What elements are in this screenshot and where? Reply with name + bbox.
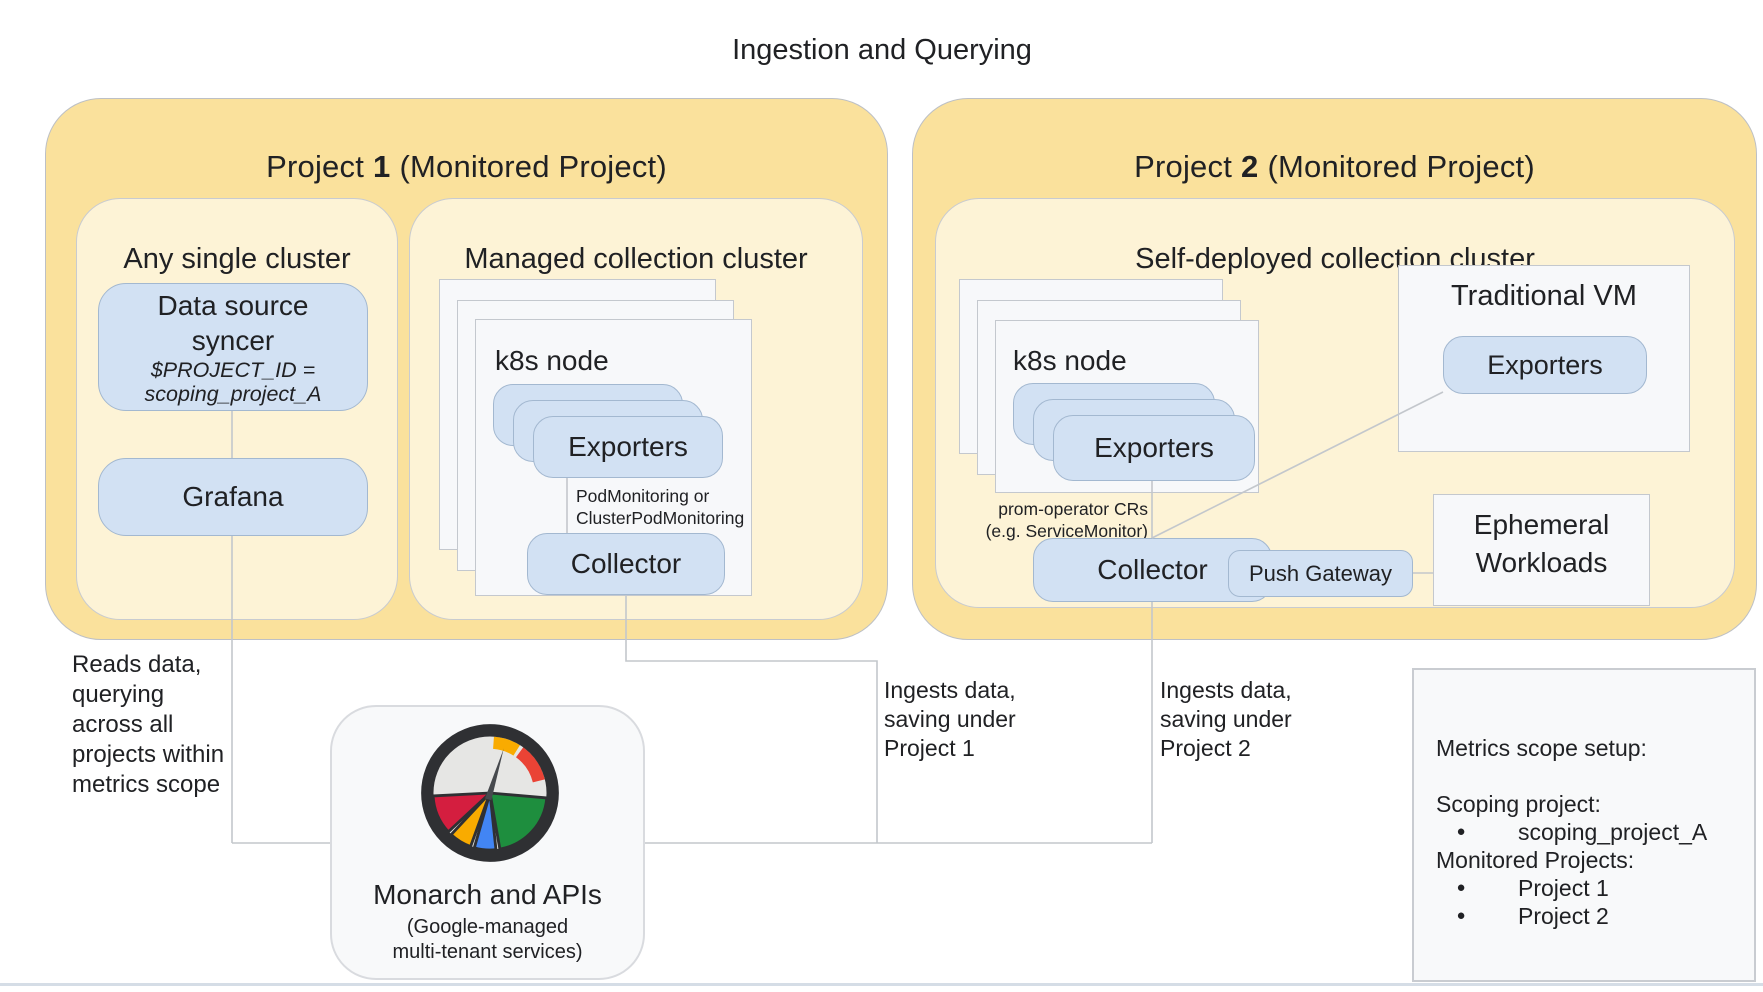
traditional-vm-exporters-label: Exporters bbox=[1487, 349, 1603, 380]
grafana-label: Grafana bbox=[182, 481, 284, 512]
p2-exporters-label: Exporters bbox=[1094, 432, 1214, 463]
monitoring-gauge-icon bbox=[421, 724, 559, 862]
project-1-label-number: 1 bbox=[373, 149, 391, 184]
ingest-p1-line-1: Ingests data, bbox=[884, 677, 1016, 703]
syncer-project-id-line1: $PROJECT_ID = bbox=[150, 358, 316, 382]
data-source-syncer-line2: syncer bbox=[191, 325, 275, 356]
data-source-syncer-box: Data source syncer $PROJECT_ID = scoping… bbox=[98, 283, 368, 411]
scoping-project-label: Scoping project: bbox=[1436, 791, 1601, 817]
traditional-vm-box: Traditional VM Exporters bbox=[1398, 265, 1690, 452]
project-1-label-suffix: (Monitored Project) bbox=[399, 149, 667, 184]
push-gateway-box: Push Gateway bbox=[1228, 550, 1413, 597]
ingest-project2-annotation: Ingests data, saving under Project 2 bbox=[1160, 676, 1292, 763]
any-single-cluster-label: Any single cluster bbox=[123, 243, 351, 275]
monitored-project-item-2: ● Project 2 bbox=[1436, 902, 1736, 930]
pod-monitoring-note-line2: ClusterPodMonitoring bbox=[576, 507, 745, 528]
p2-collector-label: Collector bbox=[1097, 554, 1208, 585]
monitored-project-item-1: ● Project 1 bbox=[1436, 874, 1736, 902]
push-gateway-label: Push Gateway bbox=[1248, 560, 1393, 586]
managed-collection-cluster-label: Managed collection cluster bbox=[464, 243, 808, 275]
monitored-projects-label: Monitored Projects: bbox=[1436, 847, 1635, 873]
project-2-label-prefix: Project bbox=[1134, 149, 1233, 184]
ephemeral-workloads-line2: Workloads bbox=[1475, 547, 1608, 578]
reads-data-annotation: Reads data, querying across all projects… bbox=[72, 650, 224, 800]
scoping-project-item-text: scoping_project_A bbox=[1518, 819, 1708, 845]
monarch-subtitle-line2: multi-tenant services) bbox=[392, 941, 583, 963]
syncer-project-id-line2: scoping_project_A bbox=[144, 382, 322, 406]
bottom-rule bbox=[0, 983, 1763, 986]
grafana-box: Grafana bbox=[98, 458, 368, 536]
prom-operator-note-line1: prom-operator CRs bbox=[998, 499, 1148, 519]
bullet-icon: ● bbox=[1456, 823, 1466, 840]
ingest-p1-line-2: saving under bbox=[884, 706, 1016, 732]
metrics-scope-panel: Metrics scope setup: Scoping project: ● … bbox=[1412, 668, 1756, 982]
project-2-label-number: 2 bbox=[1241, 149, 1259, 184]
ingest-p2-line-3: Project 2 bbox=[1160, 735, 1251, 761]
p1-exporters-label: Exporters bbox=[568, 431, 688, 462]
p2-exporters-box-front: Exporters bbox=[1053, 415, 1255, 481]
metrics-scope-title: Metrics scope setup: bbox=[1436, 735, 1647, 761]
project-1-label-prefix: Project bbox=[266, 149, 365, 184]
ingest-p2-line-1: Ingests data, bbox=[1160, 677, 1292, 703]
scoping-project-item: ● scoping_project_A bbox=[1436, 818, 1736, 846]
data-source-syncer-line1: Data source bbox=[157, 290, 309, 321]
monitored-project-item-2-text: Project 2 bbox=[1518, 903, 1609, 929]
traditional-vm-label: Traditional VM bbox=[1451, 280, 1637, 312]
prom-operator-note: prom-operator CRs (e.g. ServiceMonitor) bbox=[960, 499, 1148, 542]
reads-line-5: metrics scope bbox=[72, 771, 221, 798]
ephemeral-workloads-line1: Ephemeral bbox=[1473, 509, 1610, 540]
monarch-title: Monarch and APIs bbox=[373, 879, 602, 910]
p1-collector-label: Collector bbox=[570, 548, 682, 579]
p2-k8s-node-label: k8s node bbox=[1013, 345, 1127, 376]
monarch-subtitle-line1: (Google-managed bbox=[406, 916, 569, 938]
reads-line-3: across all bbox=[72, 711, 174, 738]
reads-line-1: Reads data, bbox=[72, 651, 202, 678]
p1-collector-box: Collector bbox=[527, 533, 725, 595]
prom-operator-note-line2: (e.g. ServiceMonitor) bbox=[985, 520, 1148, 541]
ingest-p1-line-3: Project 1 bbox=[884, 735, 975, 761]
reads-line-4: projects within bbox=[72, 741, 225, 768]
ingest-p2-line-2: saving under bbox=[1160, 706, 1292, 732]
monitored-project-item-1-text: Project 1 bbox=[1518, 875, 1609, 901]
bullet-icon: ● bbox=[1456, 879, 1466, 896]
p1-exporters-box-front: Exporters bbox=[533, 416, 723, 478]
diagram-title: Ingestion and Querying bbox=[732, 34, 1032, 66]
traditional-vm-exporters-box: Exporters bbox=[1443, 336, 1647, 394]
bullet-icon: ● bbox=[1456, 907, 1466, 924]
p1-k8s-node-label: k8s node bbox=[495, 345, 609, 376]
pod-monitoring-note-line1: PodMonitoring or bbox=[576, 486, 710, 506]
reads-line-2: querying bbox=[72, 681, 165, 708]
ephemeral-workloads-box: Ephemeral Workloads bbox=[1433, 494, 1650, 606]
monarch-box: Monarch and APIs (Google-managed multi-t… bbox=[330, 705, 645, 980]
ingest-project1-annotation: Ingests data, saving under Project 1 bbox=[884, 676, 1016, 763]
pod-monitoring-note: PodMonitoring or ClusterPodMonitoring bbox=[576, 486, 744, 529]
project-2-label-suffix: (Monitored Project) bbox=[1267, 149, 1535, 184]
